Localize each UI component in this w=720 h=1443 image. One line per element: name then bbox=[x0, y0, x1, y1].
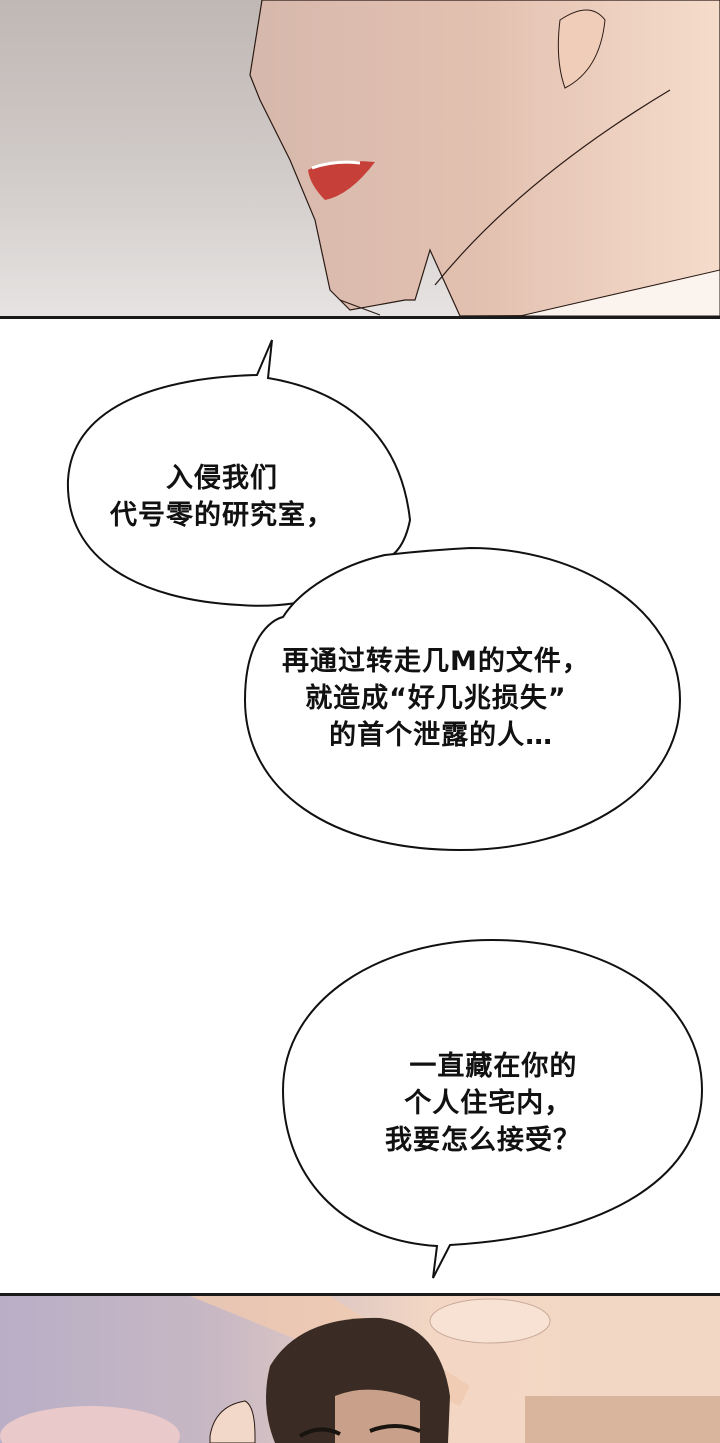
panel-top-face-closeup bbox=[0, 0, 720, 319]
speech-bubble-3-text: 一直藏在你的 个人住宅内， 我要怎么接受？ bbox=[385, 1051, 581, 1156]
face-illustration bbox=[249, 0, 720, 316]
man-illustration bbox=[0, 1296, 720, 1443]
panel-bottom-frowning-man bbox=[0, 1293, 720, 1443]
speech-bubble-2-text: 再通过转走几M的文件， 就造成“好几兆损失” 的首个泄露的人… bbox=[282, 646, 590, 751]
speech-bubble-1-text: 入侵我们 代号零的研究室， bbox=[110, 463, 334, 531]
